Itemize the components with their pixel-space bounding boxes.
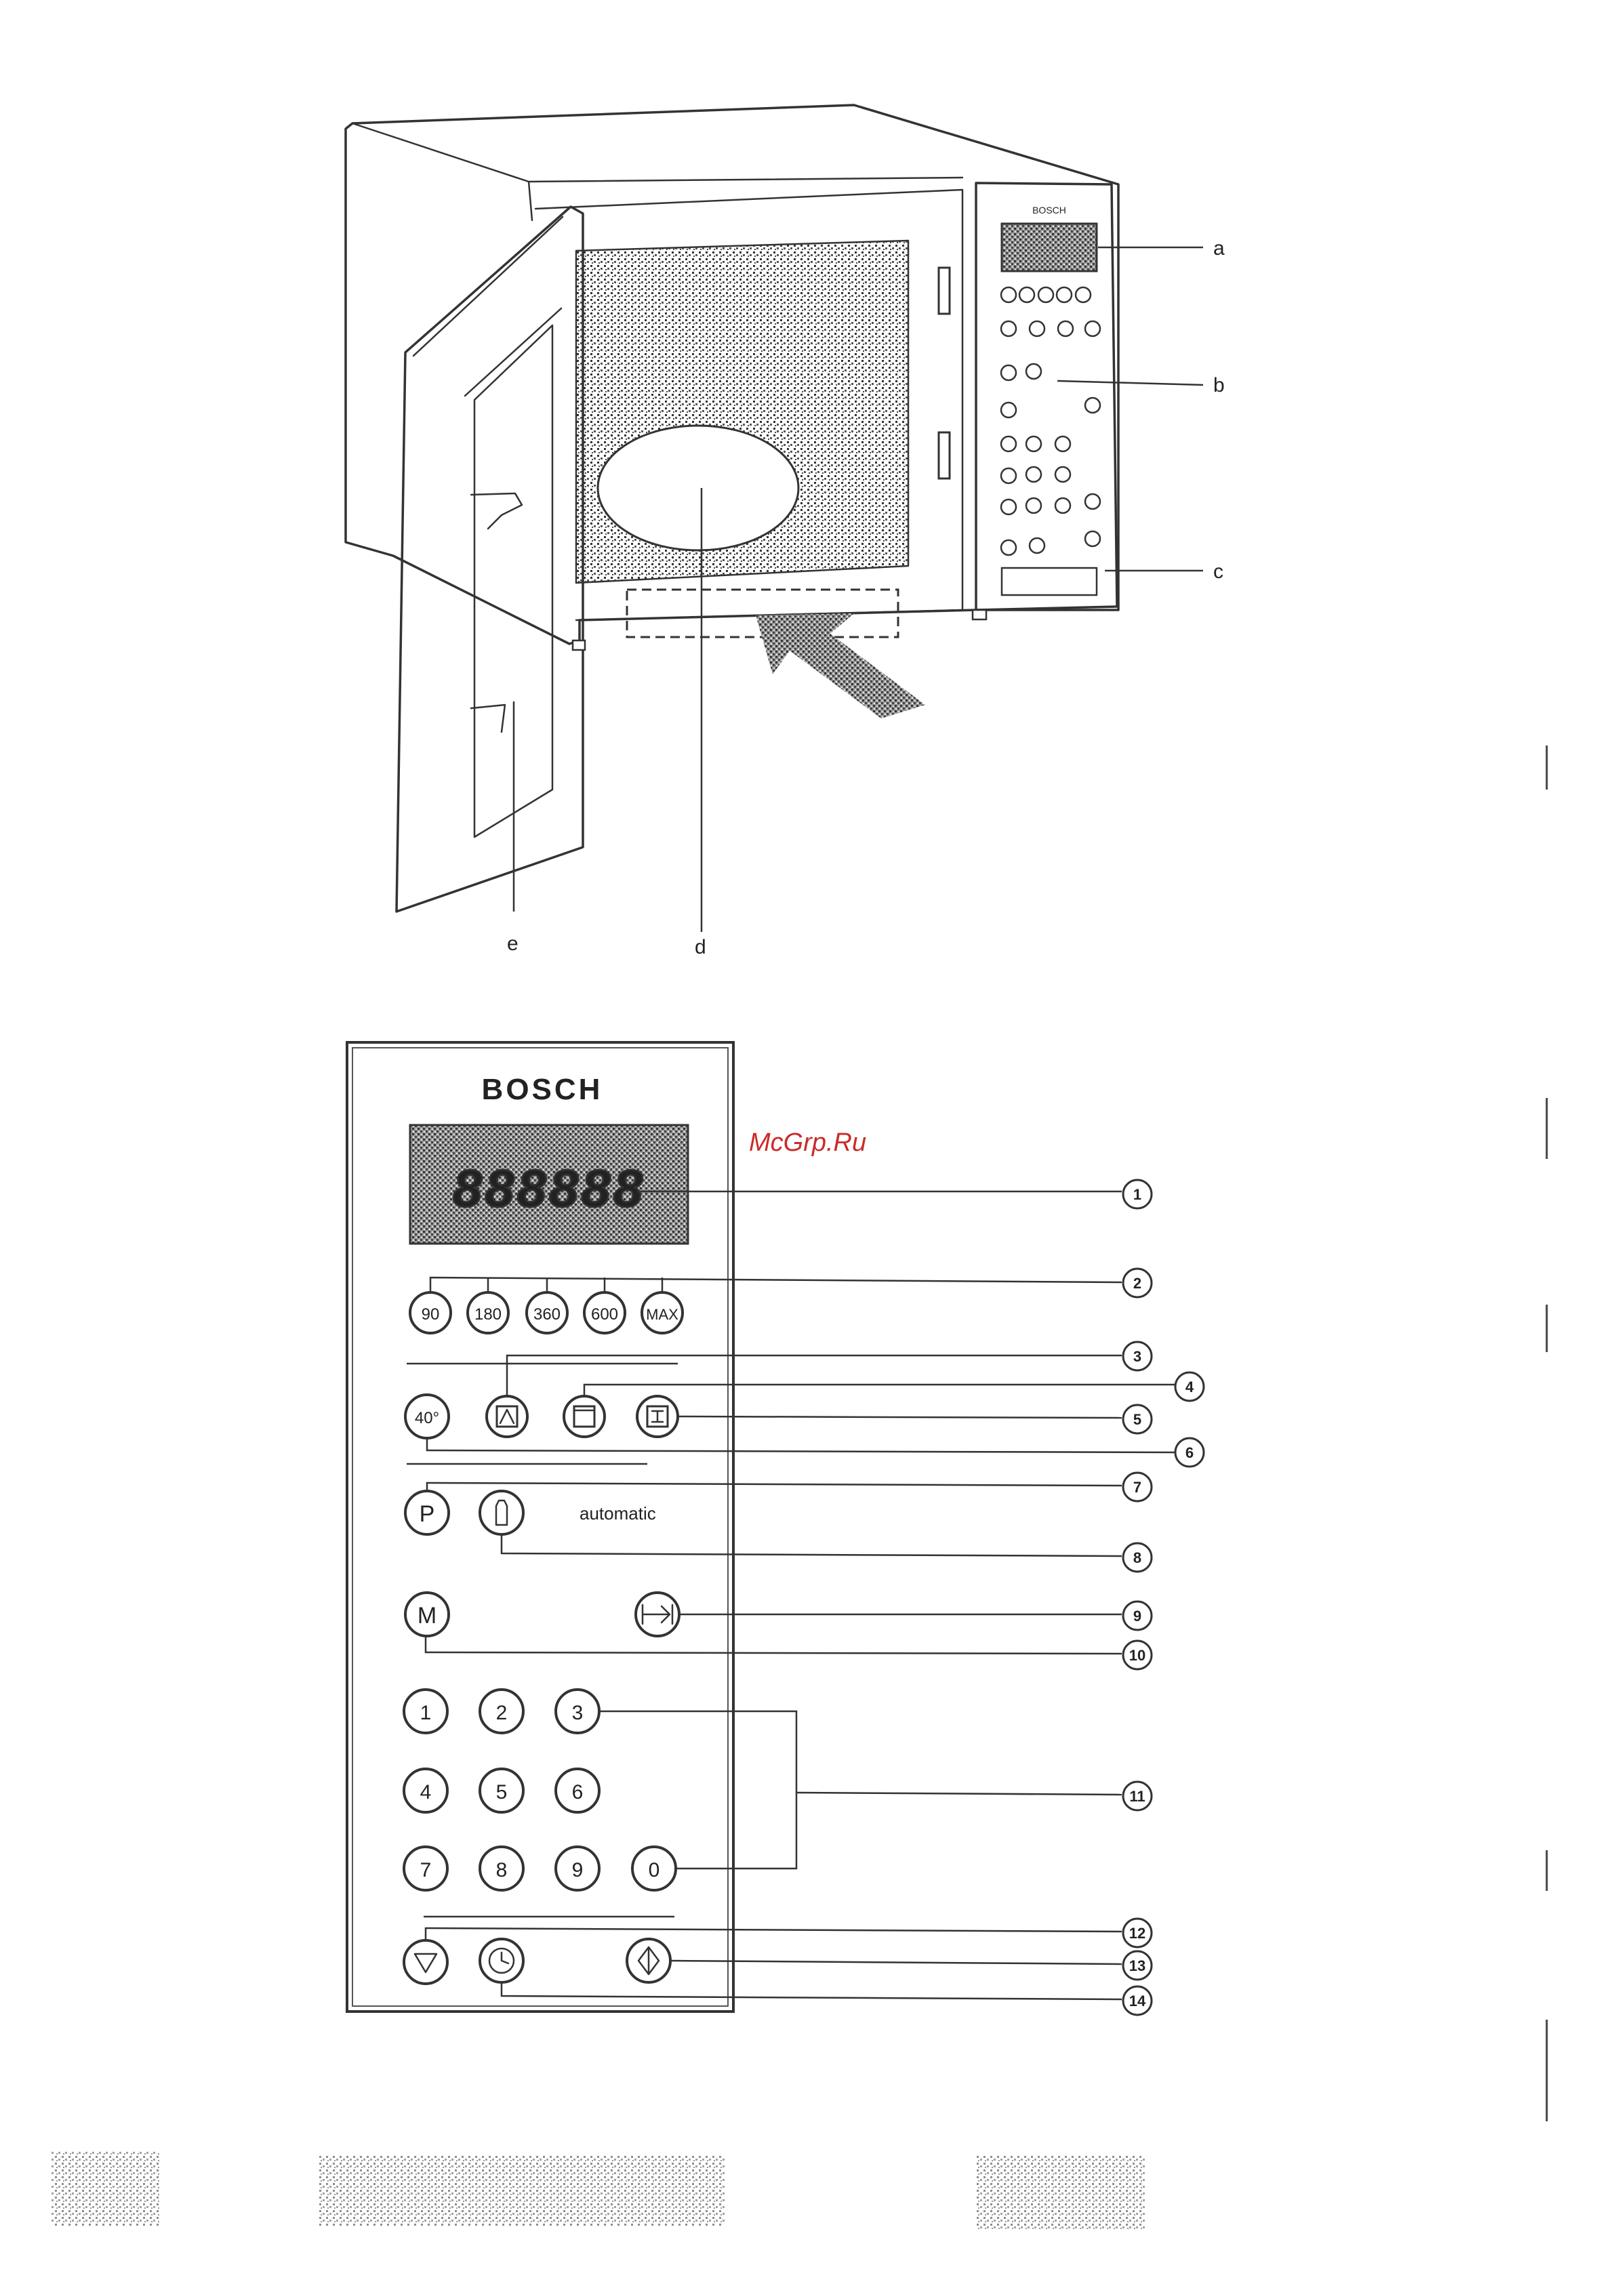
- power-button-600: 600: [591, 1305, 618, 1324]
- callout-9: 9: [1133, 1608, 1141, 1625]
- program-button-label: P: [420, 1501, 435, 1527]
- label-b: b: [1213, 374, 1225, 396]
- label-e: e: [507, 933, 519, 955]
- callout-numbers: 1 2 3 4 5 6 7 8 9 10 11 12 13 14: [1123, 1180, 1204, 2015]
- defrost-button-label: 40°: [415, 1409, 439, 1427]
- power-button-90: 90: [422, 1305, 440, 1324]
- small-brand-text: BOSCH: [1032, 205, 1066, 216]
- key-7: 7: [420, 1859, 432, 1881]
- callout-11: 11: [1129, 1788, 1145, 1805]
- key-3: 3: [572, 1702, 584, 1724]
- memory-button-label: M: [418, 1603, 437, 1629]
- key-6: 6: [572, 1781, 584, 1803]
- display-digits: 888888: [453, 1158, 645, 1218]
- watermark: McGrp.Ru: [749, 1128, 866, 1158]
- callout-13: 13: [1129, 1957, 1145, 1974]
- key-1: 1: [420, 1702, 432, 1724]
- weight-button: [480, 1491, 523, 1534]
- callout-14: 14: [1129, 1993, 1146, 2009]
- label-d: d: [695, 936, 706, 958]
- stop-button: [404, 1940, 447, 1984]
- oven-button: [564, 1396, 605, 1437]
- automatic-label: automatic: [580, 1503, 656, 1524]
- callout-7: 7: [1133, 1479, 1141, 1496]
- callout-5: 5: [1133, 1411, 1141, 1428]
- key-2: 2: [496, 1702, 508, 1724]
- grill-button: [487, 1396, 527, 1437]
- control-panel-figure: BOSCH 888888 90 180 360 600 MAX 40°: [347, 1042, 733, 2012]
- callout-6: 6: [1185, 1444, 1194, 1461]
- microwave-illustration: BOSCH: [346, 105, 1118, 912]
- callout-4: 4: [1185, 1379, 1194, 1395]
- callout-1: 1: [1133, 1186, 1141, 1203]
- callout-12: 12: [1129, 1925, 1145, 1942]
- callout-10: 10: [1129, 1647, 1145, 1664]
- callout-2: 2: [1133, 1275, 1141, 1292]
- callout-3: 3: [1133, 1348, 1141, 1365]
- callout-8: 8: [1133, 1549, 1141, 1566]
- key-8: 8: [496, 1859, 508, 1881]
- label-c: c: [1213, 560, 1223, 583]
- power-button-180: 180: [474, 1305, 502, 1324]
- label-a: a: [1213, 237, 1225, 260]
- small-panel-buttons: [1001, 287, 1100, 555]
- panel-brand: BOSCH: [482, 1073, 603, 1106]
- scan-artifacts: [51, 2152, 1145, 2230]
- key-9: 9: [572, 1859, 584, 1881]
- power-button-max: MAX: [646, 1306, 678, 1323]
- key-5: 5: [496, 1781, 508, 1803]
- power-button-360: 360: [533, 1305, 561, 1324]
- key-0: 0: [649, 1859, 660, 1881]
- key-4: 4: [420, 1781, 432, 1803]
